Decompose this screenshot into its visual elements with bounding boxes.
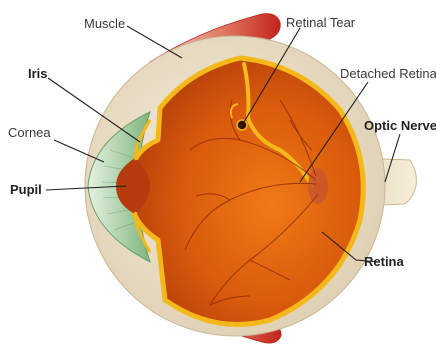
label-retina: Retina	[364, 254, 405, 269]
label-iris: Iris	[28, 66, 48, 81]
label-cornea: Cornea	[8, 125, 51, 140]
optic-disc	[308, 168, 328, 204]
retinal-tear-spot	[237, 120, 247, 130]
label-optic-nerve: Optic Nerve	[364, 118, 436, 133]
label-pupil: Pupil	[10, 182, 42, 197]
muscle-leader	[127, 26, 182, 58]
label-detached-retina: Detached Retina	[340, 66, 436, 81]
label-retinal-tear: Retinal Tear	[286, 15, 356, 30]
label-muscle: Muscle	[84, 16, 125, 31]
